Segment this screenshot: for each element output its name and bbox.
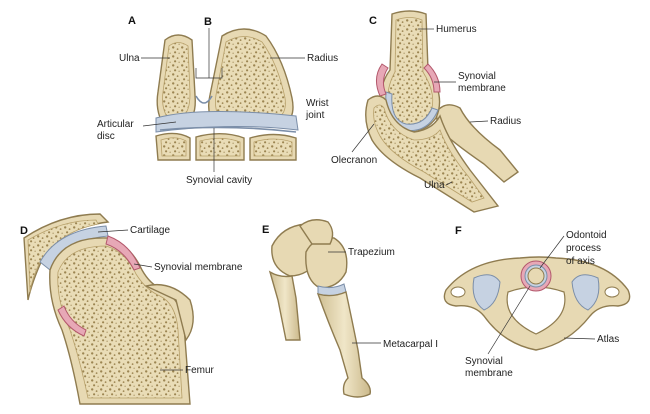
panel-label-b: B <box>204 16 212 28</box>
label-synovial-membrane-c-1: Synovial <box>458 71 496 82</box>
facet-left <box>472 274 501 311</box>
synovial-membrane-c <box>376 63 441 97</box>
panel-a-wrist: A B Ulna Radius Wrist joint Articular di… <box>97 15 338 186</box>
carpal-bone-e-3 <box>299 219 334 245</box>
label-radius-a: Radius <box>307 53 338 64</box>
radius-bone-c <box>435 104 520 183</box>
metacarpal-bone-2 <box>268 270 301 341</box>
ulna-marrow-c <box>373 104 485 203</box>
leader-articular-disc <box>142 121 177 127</box>
label-synovial-membrane-d: Synovial membrane <box>154 262 243 273</box>
label-radius-c: Radius <box>490 116 521 127</box>
leader-synovial-membrane-d <box>133 263 153 268</box>
leader-cartilage <box>97 229 129 233</box>
leader-atlas <box>563 337 596 340</box>
label-humerus: Humerus <box>436 24 477 35</box>
carpal-bones-a <box>155 132 297 161</box>
label-wrist-joint-2: joint <box>305 110 325 121</box>
label-synovial-membrane-f-2: membrane <box>465 368 513 379</box>
label-wrist-joint-1: Wrist <box>306 98 329 109</box>
panel-c-elbow: C Humerus Synovial membrane Radius Olecr… <box>331 10 521 213</box>
leader-radius-c <box>469 120 489 123</box>
transverse-foramen-left <box>450 286 466 298</box>
metacarpal-bone <box>316 291 372 398</box>
label-metacarpal: Metacarpal I <box>383 339 438 350</box>
leader-ulna-c <box>445 181 453 186</box>
label-ulna-a: Ulna <box>119 53 140 64</box>
panel-e-thumb: E Trapezium Metacarpal I <box>262 219 438 398</box>
panel-label-e: E <box>262 224 269 236</box>
label-odontoid-3: of axis <box>566 256 595 267</box>
femur-marrow <box>57 245 183 399</box>
label-atlas: Atlas <box>597 334 619 345</box>
panel-label-a: A <box>128 15 136 27</box>
label-ulna-c: Ulna <box>424 180 445 191</box>
greater-trochanter <box>143 283 194 342</box>
radioulnar-gap <box>195 95 213 104</box>
label-femur: Femur <box>185 365 215 376</box>
label-odontoid-1: Odontoid <box>566 230 607 241</box>
panel-label-d: D <box>20 225 28 237</box>
panel-d-hip: D Cartilage Synovial membrane Femur <box>20 213 243 405</box>
label-cartilage: Cartilage <box>130 225 170 236</box>
label-trapezium: Trapezium <box>348 247 395 258</box>
leader-olecranon <box>351 123 375 153</box>
label-synovial-membrane-c-2: membrane <box>458 83 506 94</box>
ulna-marrow-a <box>162 42 191 118</box>
label-articular-disc-1: Articular <box>97 119 134 130</box>
label-articular-disc-2: disc <box>97 131 115 142</box>
leader-odontoid <box>539 235 565 269</box>
radius-marrow-a <box>215 36 286 118</box>
facet-right <box>571 274 600 311</box>
synovial-membrane-d <box>57 235 141 337</box>
label-synovial-membrane-f-1: Synovial <box>465 356 503 367</box>
panel-label-f: F <box>455 225 462 237</box>
synovial-cavity-line <box>159 126 297 133</box>
transverse-foramen-right <box>604 286 620 298</box>
odontoid-process <box>527 267 545 285</box>
label-olecranon: Olecranon <box>331 155 377 166</box>
leader-synovial-membrane-f <box>487 285 531 355</box>
panel-label-c: C <box>369 15 377 27</box>
trapezium-bone <box>305 237 348 289</box>
pelvis-marrow <box>27 219 99 293</box>
label-odontoid-2: process <box>566 243 601 254</box>
label-synovial-cavity: Synovial cavity <box>186 175 252 186</box>
panel-f-atlas: F Odontoid process of axis Atlas Synovia… <box>443 225 631 379</box>
